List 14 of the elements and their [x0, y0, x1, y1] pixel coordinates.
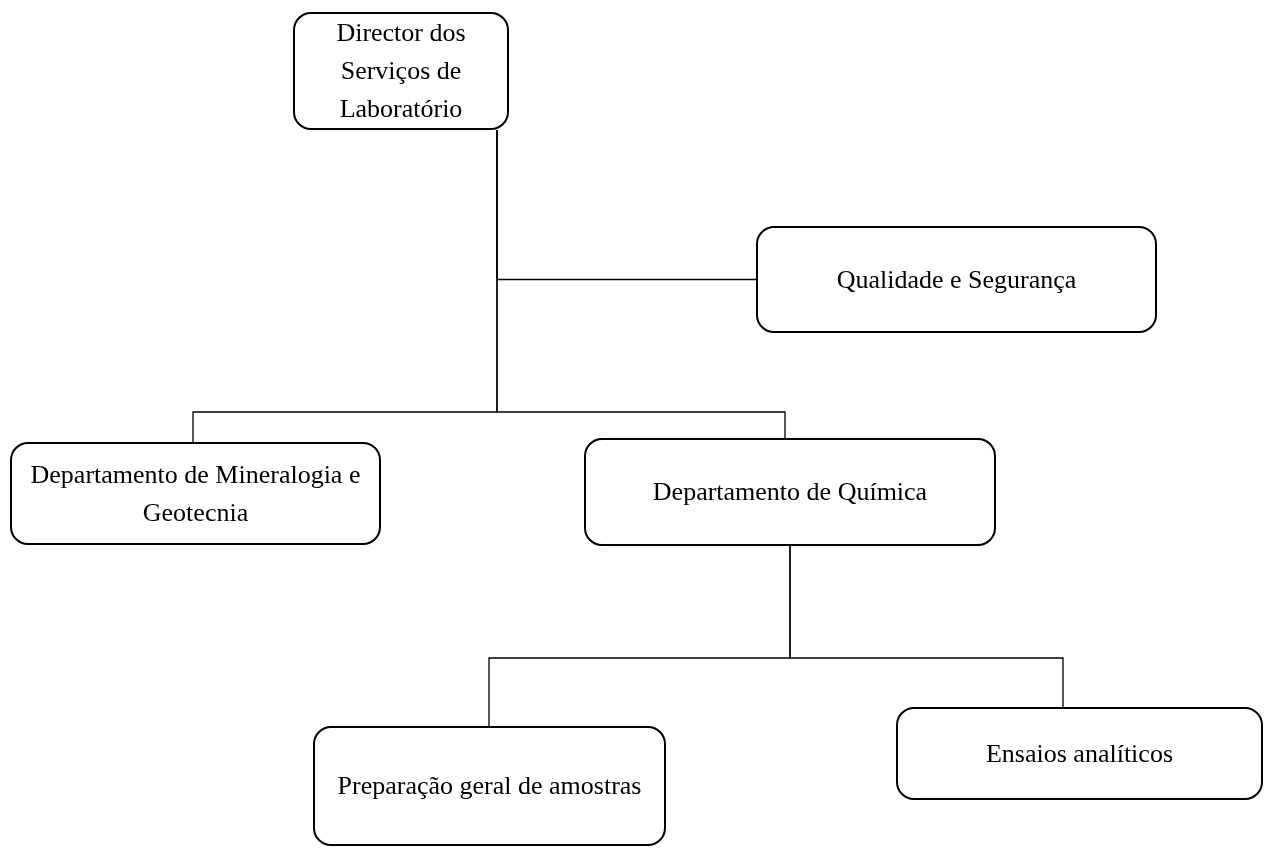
org-box [584, 438, 996, 546]
box-label: Departamento de Química [652, 476, 928, 509]
org-box [293, 12, 509, 130]
org-box [10, 442, 381, 545]
org-box [756, 226, 1157, 333]
org-box [896, 707, 1263, 800]
connector-line [789, 545, 1064, 708]
connector-line [496, 129, 786, 439]
box-label: Preparação geral de amostras [337, 770, 642, 803]
box-label: Qualidade e Segurança [836, 263, 1077, 296]
box-label: Departamento de Mineralogia e Geotecnia [29, 458, 362, 529]
box-label: Director dos Serviços de Laboratório [335, 17, 467, 125]
box-label: Ensaios analíticos [986, 737, 1173, 770]
org-box [313, 726, 666, 846]
